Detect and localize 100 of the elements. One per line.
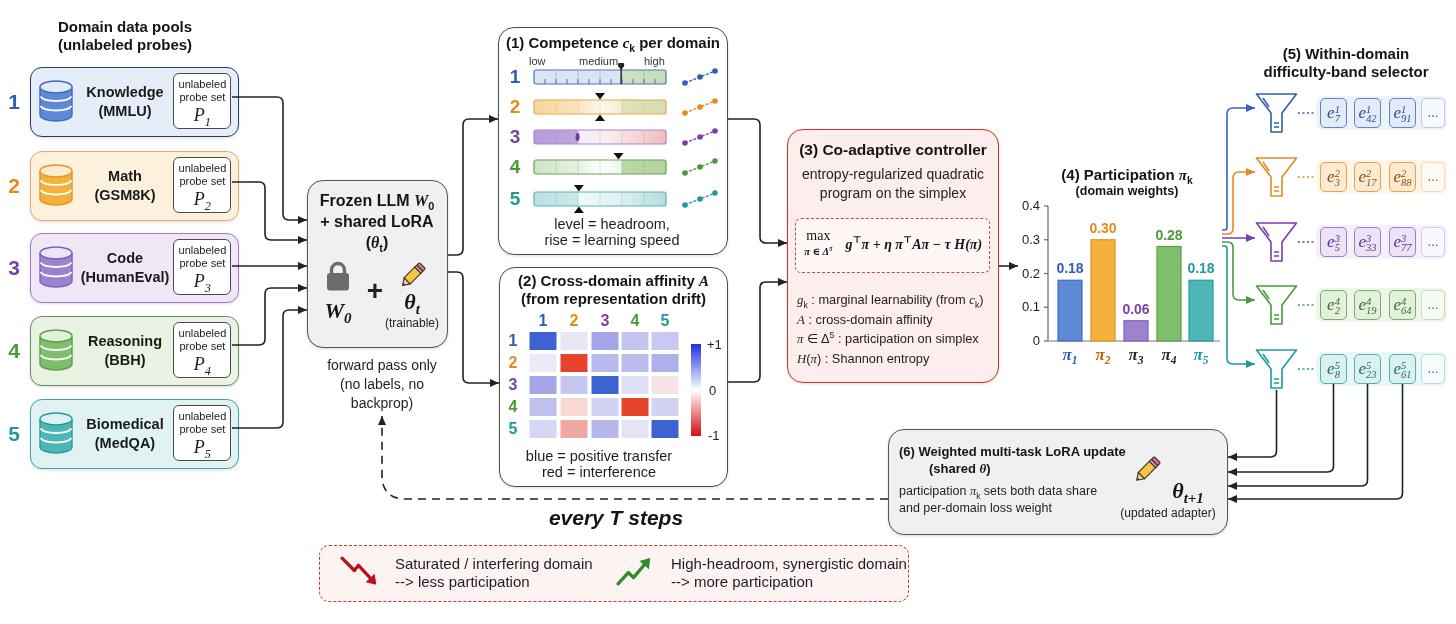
legend-text: High-headroom, synergistic domain --> more participation bbox=[671, 555, 908, 591]
model-card bbox=[307, 180, 448, 348]
arrow bbox=[231, 261, 308, 271]
arrow bbox=[727, 277, 788, 383]
forward-pass-note: forward pass only (no labels, no backprop) bbox=[322, 356, 442, 416]
model-title: Frozen LLM W$_{0}$ + shared LoRA (θ$_{t}$) bbox=[318, 191, 436, 253]
value-label: 0.06 bbox=[1121, 300, 1151, 317]
column-header: 4 bbox=[629, 312, 641, 330]
probe-set-symbol: P$_{3}$ bbox=[193, 271, 211, 292]
probe-set-label: unlabeled probe set bbox=[177, 410, 228, 437]
chart-title: (4) Participation π$_{k}$ bbox=[1060, 166, 1194, 184]
arrow bbox=[1227, 383, 1369, 491]
column-header: 1 bbox=[537, 312, 549, 330]
category-label: π$_{2}$ bbox=[1094, 346, 1112, 364]
scale-value: 0 bbox=[709, 383, 717, 399]
domain-title: Biomedical (MedQA) bbox=[86, 415, 164, 453]
panel-title: (2) Cross-domain affinity A (from representation drift) bbox=[517, 272, 710, 307]
domain-number: 2 bbox=[7, 173, 21, 199]
scale-label: high bbox=[644, 55, 665, 68]
domain-title: Math (GSM8K) bbox=[94, 167, 156, 205]
panel-title: (3) Co-adaptive controller bbox=[798, 140, 988, 160]
domain-number: 4 bbox=[7, 338, 21, 364]
scale-label: low bbox=[529, 55, 546, 68]
arrow bbox=[1221, 103, 1256, 231]
probe-set-symbol: P$_{5}$ bbox=[193, 437, 211, 458]
probe-set-label: unlabeled probe set bbox=[177, 162, 228, 189]
value-label: 0.18 bbox=[1186, 260, 1216, 277]
probe-set-label: unlabeled probe set bbox=[177, 327, 228, 354]
value-label: 0.30 bbox=[1088, 219, 1118, 236]
adapter-symbol: θ$_{t}$ bbox=[403, 291, 422, 313]
domain-card bbox=[30, 67, 239, 137]
column-header: 5 bbox=[659, 312, 671, 330]
row-header: 1 bbox=[507, 332, 519, 350]
column-title: Domain data pools (unlabeled probes) bbox=[56, 18, 194, 54]
arrow bbox=[1227, 383, 1335, 477]
dashed-line bbox=[1297, 368, 1317, 370]
category-label: π$_{5}$ bbox=[1192, 346, 1210, 364]
funnel-icon bbox=[1255, 221, 1298, 263]
controller-panel bbox=[787, 129, 999, 383]
panel-title: (1) Competence c$_{k}$ per domain bbox=[504, 33, 722, 53]
domain-card bbox=[30, 316, 239, 386]
row-header: 2 bbox=[507, 354, 519, 372]
probe-set-box bbox=[173, 73, 232, 130]
arrow bbox=[727, 118, 788, 248]
domain-card bbox=[30, 233, 239, 303]
arrow bbox=[231, 181, 308, 245]
chart-subtitle: (domain weights) bbox=[1074, 184, 1180, 199]
formula-constraint: π ∈ Δ$^{5}$ bbox=[803, 245, 834, 259]
axis-tick-label: 0.4 bbox=[1022, 198, 1040, 214]
example-strip bbox=[1316, 288, 1447, 322]
panel-note: blue = positive transfer bbox=[524, 448, 674, 464]
adapter-note: (updated adapter) bbox=[1119, 506, 1217, 520]
definition-text: g$_{k}$ : marginal learnability (from c$_{k}$) bbox=[797, 291, 984, 310]
axis-tick-label: 0.1 bbox=[1022, 299, 1040, 316]
update-title: (6) Weighted multi-task LoRA update (shared θ) bbox=[899, 443, 1127, 477]
plus-sign: + bbox=[366, 277, 384, 305]
arrow bbox=[447, 271, 500, 388]
example-strip bbox=[1316, 96, 1447, 130]
example-strip bbox=[1316, 352, 1447, 386]
domain-number: 5 bbox=[7, 421, 21, 447]
value-label: 0.18 bbox=[1055, 260, 1085, 277]
weight-symbol: W$_{0}$ bbox=[323, 300, 353, 322]
formula-box bbox=[795, 218, 991, 274]
row-number: 2 bbox=[508, 96, 522, 118]
formula-operator: max bbox=[805, 228, 832, 245]
arrow bbox=[1221, 245, 1256, 369]
value-label: 0.28 bbox=[1154, 226, 1184, 243]
domain-title: Reasoning (BBH) bbox=[87, 332, 163, 370]
probe-set-label: unlabeled probe set bbox=[177, 78, 228, 105]
adapter-symbol: θ$_{t+1}$ bbox=[1171, 480, 1205, 502]
update-note: participation π$_{k}$ sets both data share and per-domain loss weight bbox=[899, 483, 1099, 517]
axis-tick-label: 0.3 bbox=[1022, 231, 1040, 248]
arrow bbox=[1227, 389, 1278, 462]
arrow bbox=[1221, 241, 1256, 305]
probe-set-box bbox=[173, 239, 232, 296]
probe-set-symbol: P$_{1}$ bbox=[193, 105, 211, 126]
row-number: 4 bbox=[508, 156, 522, 178]
column-header: 3 bbox=[599, 312, 611, 330]
example-tile: ... bbox=[1421, 98, 1445, 128]
arrow bbox=[998, 261, 1019, 271]
category-label: π$_{1}$ bbox=[1061, 346, 1079, 364]
definition-text: π ∈ Δ$^{5}$ : participation on simplex bbox=[797, 329, 979, 348]
example-tile: ... bbox=[1421, 354, 1445, 384]
dashed-arrow bbox=[377, 415, 889, 500]
row-number: 1 bbox=[508, 66, 522, 88]
example-tile: ... bbox=[1421, 162, 1445, 192]
example-tile: ... bbox=[1421, 290, 1445, 320]
domain-card bbox=[30, 399, 239, 469]
scale-label: medium bbox=[579, 55, 619, 68]
arrow bbox=[447, 114, 499, 256]
arrow bbox=[231, 96, 308, 225]
axis-tick-label: 0.2 bbox=[1022, 265, 1040, 282]
formula-expression: g$^{⊤}$π + η π$^{⊤}$Aπ − τ H(π) bbox=[845, 235, 983, 255]
scale-value: -1 bbox=[708, 428, 720, 444]
funnel-icon bbox=[1255, 156, 1298, 198]
example-strip bbox=[1316, 160, 1447, 194]
definition-text: A : cross-domain affinity bbox=[797, 310, 933, 329]
panel-subtitle: entropy-regularized quadratic program on the simplex bbox=[800, 165, 986, 203]
row-header: 3 bbox=[507, 376, 519, 394]
arrow bbox=[231, 283, 308, 346]
